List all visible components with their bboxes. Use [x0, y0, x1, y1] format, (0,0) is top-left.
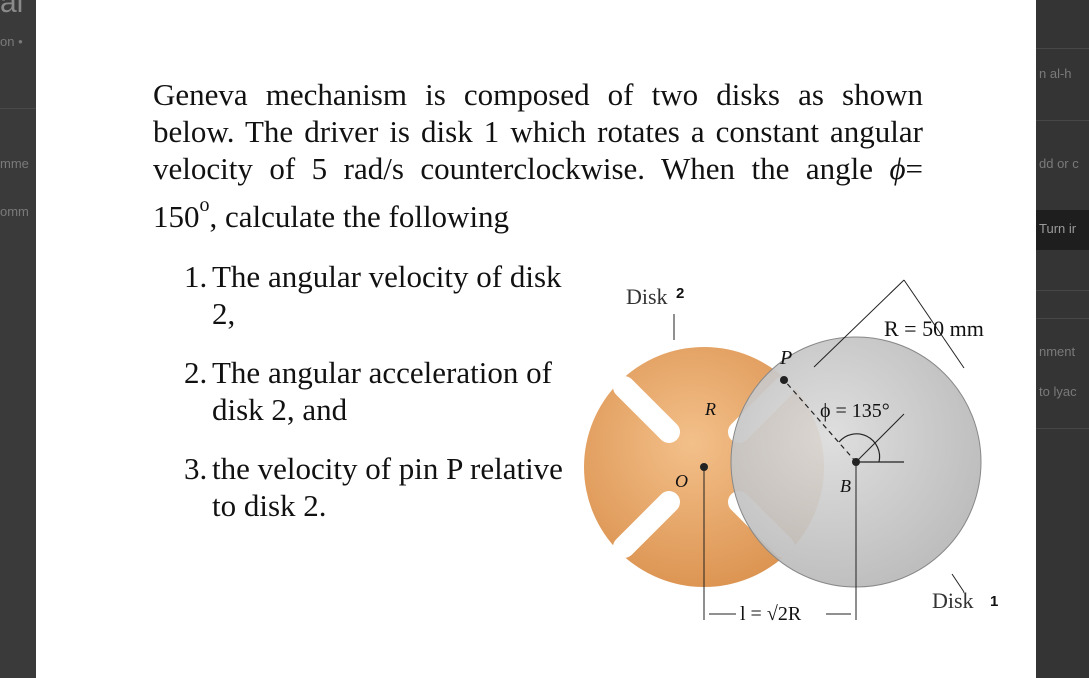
- question-text: The angular velocity of disk 2,: [212, 259, 562, 331]
- divider: [1036, 48, 1089, 49]
- dimension-line: [903, 279, 965, 369]
- disk1-pointer: [951, 573, 965, 593]
- question-number: 1.: [184, 259, 208, 294]
- phi-arc: [838, 433, 881, 463]
- image-viewer: Geneva mechanism is composed of two disk…: [36, 0, 1036, 678]
- background-text: dd or c: [1039, 156, 1079, 171]
- disk2-number: 2: [676, 285, 684, 302]
- background-text: al: [0, 0, 24, 19]
- background-text: on •: [0, 34, 23, 49]
- angle-value: = 150: [153, 151, 923, 234]
- pin-p-label: P: [779, 347, 792, 369]
- b-label: B: [840, 476, 851, 496]
- divider: [1036, 318, 1089, 319]
- question-item: 2. The angular acceleration of disk 2, a…: [184, 354, 564, 428]
- question-text: the velocity of pin P relative to disk 2…: [212, 451, 563, 523]
- background-text: nment: [1039, 344, 1076, 359]
- problem-statement: Geneva mechanism is composed of two disk…: [153, 76, 923, 235]
- background-text: mme: [0, 156, 29, 171]
- question-list: 1. The angular velocity of disk 2, 2. Th…: [184, 258, 564, 546]
- degree-mark: o: [199, 194, 210, 216]
- question-number: 3.: [184, 451, 208, 486]
- geneva-mechanism-figure: Disk 2 R = 50 mm P R ϕ = 135° O B l = √2…: [584, 279, 998, 625]
- divider: [0, 108, 36, 109]
- question-item: 3. the velocity of pin P relative to dis…: [184, 450, 564, 524]
- crank-line: [783, 379, 857, 463]
- dimension-line: [813, 279, 905, 368]
- problem-intro: Geneva mechanism is composed of two disk…: [153, 77, 923, 186]
- r-label: R: [704, 399, 716, 419]
- question-number: 2.: [184, 355, 208, 390]
- background-page-right: n al-h dd or c Turn ir nment to lyac: [1036, 0, 1089, 678]
- question-item: 1. The angular velocity of disk 2,: [184, 258, 564, 332]
- disk2-label: Disk: [626, 284, 668, 309]
- question-text: The angular acceleration of disk 2, and: [212, 355, 552, 427]
- disk1-number: 1: [990, 593, 998, 610]
- turn-in-button[interactable]: Turn ir: [1036, 210, 1089, 250]
- phi-symbol: ϕ: [889, 151, 906, 186]
- radius-label: R = 50 mm: [884, 316, 984, 341]
- divider: [1036, 428, 1089, 429]
- background-text: n al-h: [1039, 66, 1072, 81]
- background-page-left: al on • mme omm: [0, 0, 36, 678]
- distance-label: l = √2R: [740, 603, 802, 625]
- background-text: to lyac: [1039, 384, 1077, 399]
- o-label: O: [675, 471, 688, 491]
- background-text: omm: [0, 204, 29, 219]
- divider: [1036, 290, 1089, 291]
- divider: [1036, 120, 1089, 121]
- phi-label: ϕ = 135°: [820, 400, 890, 422]
- radius-line: [855, 413, 905, 463]
- disk1-label: Disk: [932, 588, 974, 613]
- problem-tail: , calculate the following: [209, 199, 510, 234]
